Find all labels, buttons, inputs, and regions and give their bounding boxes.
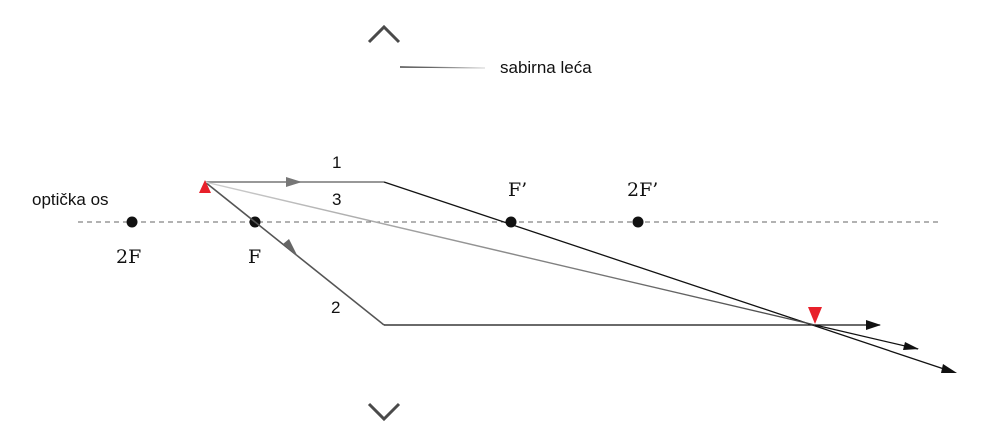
- ray-1: [205, 177, 957, 373]
- ray-1-label: 1: [332, 153, 341, 172]
- lens-label: sabirna leća: [500, 58, 592, 77]
- label-2f-right: 2F’: [627, 179, 658, 201]
- label-f-left: F: [248, 246, 261, 268]
- ray-3-label: 3: [332, 190, 341, 209]
- optical-axis-label: optička os: [32, 190, 109, 209]
- label-f-right: F’: [508, 179, 527, 201]
- lens-bottom-arrowhead: [367, 402, 401, 422]
- ray-2: [204, 181, 881, 330]
- point-2f-right: [632, 216, 644, 228]
- ray-3-arrowhead: [903, 342, 919, 350]
- label-2f-left: 2F: [116, 246, 141, 268]
- ray-2-end-arrowhead: [866, 320, 881, 330]
- object-arrow: [199, 180, 211, 218]
- image-arrow: [808, 226, 822, 324]
- ray-1-end-arrowhead: [941, 364, 957, 373]
- ray-2-arrowhead: [283, 239, 298, 257]
- lens-label-leader: [399, 66, 486, 69]
- lens-top-arrowhead: [367, 24, 401, 44]
- ray-2-label: 2: [331, 298, 340, 317]
- ray-1-arrowhead: [286, 177, 302, 187]
- ray-3: [204, 181, 919, 350]
- converging-lens: [367, 24, 401, 422]
- point-2f-left: [126, 216, 138, 228]
